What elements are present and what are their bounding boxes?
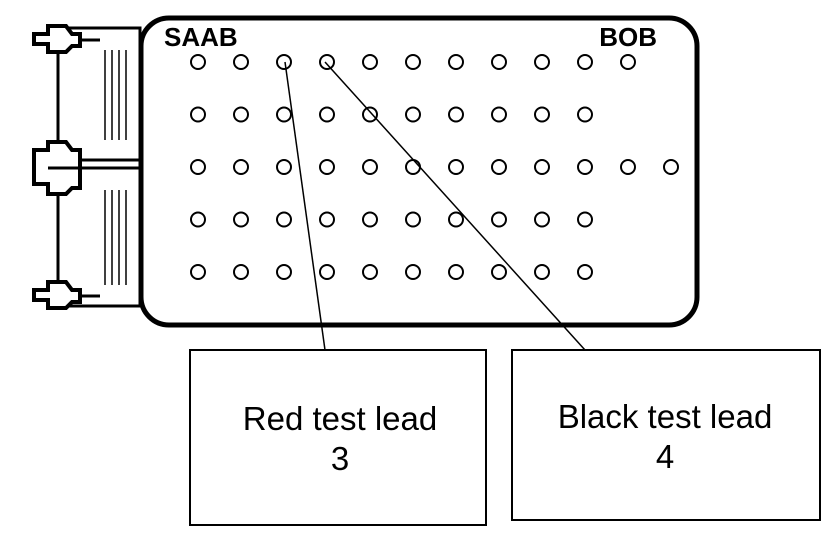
pin-r4-c3 — [276, 211, 292, 228]
pin-r1-c7 — [448, 54, 464, 70]
pin-r3-c3 — [276, 159, 292, 175]
pin-r2-c8 — [491, 106, 507, 123]
red-lead-line — [284, 61, 326, 351]
pin-r4-c6 — [405, 211, 421, 228]
pin-r3-c10 — [577, 159, 593, 175]
connector-cables — [32, 24, 142, 310]
pin-r3-c9 — [534, 159, 550, 175]
pin-r1-c2 — [233, 54, 249, 70]
black-lead-label: Black test lead — [558, 398, 773, 435]
pin-r3-c6 — [405, 159, 421, 175]
pin-r3-c12 — [663, 159, 679, 175]
pin-r5-c10 — [577, 264, 593, 280]
pin-r2-c2 — [233, 106, 249, 123]
pin-r1-c10 — [577, 54, 593, 70]
pin-r3-c11 — [620, 159, 636, 175]
plug-middle — [32, 140, 82, 196]
pin-r4-c7 — [448, 211, 464, 228]
pin-r5-c1 — [190, 264, 206, 280]
pin-r4-c9 — [534, 211, 550, 228]
pin-r1-c6 — [405, 54, 421, 70]
pin-r3-c5 — [362, 159, 378, 175]
pin-r5-c7 — [448, 264, 464, 280]
black-lead-box — [511, 349, 821, 521]
pin-r2-c7 — [448, 106, 464, 123]
pin-r4-c2 — [233, 211, 249, 228]
pin-r5-c6 — [405, 264, 421, 280]
pin-r1-c8 — [491, 54, 507, 70]
pin-r5-c3 — [276, 264, 292, 280]
black-lead-line — [324, 61, 586, 351]
pin-r2-c4 — [319, 106, 335, 123]
pin-grid — [190, 54, 679, 280]
pin-r2-c10 — [577, 106, 593, 123]
brand-right-label: BOB — [599, 22, 657, 52]
pin-r1-c1 — [190, 54, 206, 70]
callout-group: Red test lead 3 Black test lead 4 — [189, 61, 821, 526]
pin-r5-c8 — [491, 264, 507, 280]
black-lead-number: 4 — [656, 438, 674, 475]
pin-r1-c9 — [534, 54, 550, 70]
pin-r3-c8 — [491, 159, 507, 175]
pin-r4-c5 — [362, 211, 378, 228]
pin-r3-c4 — [319, 159, 335, 175]
pin-r1-c4 — [319, 54, 335, 70]
brand-left-label: SAAB — [164, 22, 238, 52]
red-lead-number: 3 — [331, 440, 349, 477]
pin-r4-c10 — [577, 211, 593, 228]
pin-r3-c1 — [190, 159, 206, 175]
plug-top — [32, 24, 100, 54]
pin-r2-c6 — [405, 106, 421, 123]
red-lead-label: Red test lead — [243, 400, 437, 437]
pin-r1-c11 — [620, 54, 636, 70]
pin-r4-c4 — [319, 211, 335, 228]
pin-r2-c1 — [190, 106, 206, 123]
pin-r1-c5 — [362, 54, 378, 70]
pin-r5-c4 — [319, 264, 335, 280]
pin-r4-c8 — [491, 211, 507, 228]
cable-ridges — [104, 50, 127, 285]
pin-r5-c9 — [534, 264, 550, 280]
pin-r3-c2 — [233, 159, 249, 175]
pin-r5-c5 — [362, 264, 378, 280]
pin-r5-c2 — [233, 264, 249, 280]
pin-r4-c1 — [190, 211, 206, 228]
pin-r1-c3 — [276, 54, 292, 70]
pin-r2-c9 — [534, 106, 550, 123]
plug-bottom — [32, 280, 100, 310]
pin-r3-c7 — [448, 159, 464, 175]
red-lead-box — [189, 349, 487, 526]
pin-r2-c3 — [276, 106, 292, 123]
pin-r2-c5 — [362, 106, 378, 123]
